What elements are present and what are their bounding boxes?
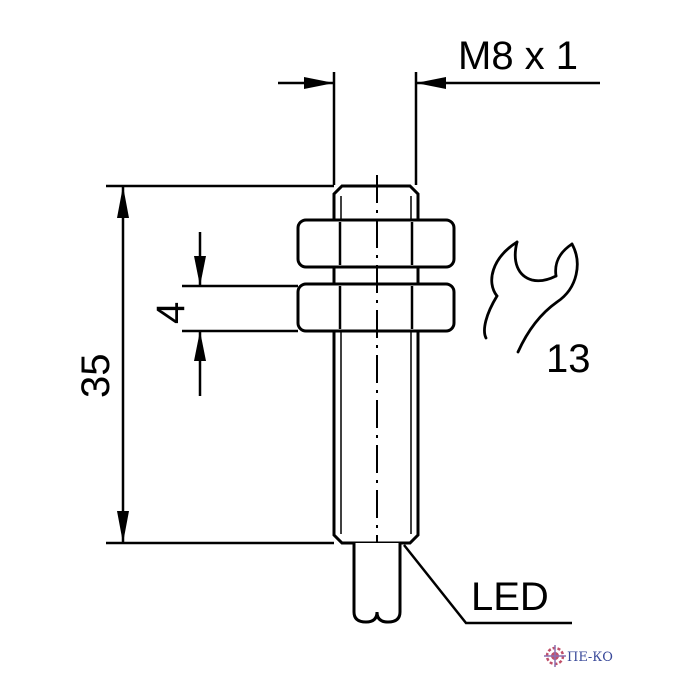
thread-dimension: [278, 72, 600, 185]
wrench-size-label: 13: [546, 337, 591, 381]
led-label: LED: [471, 575, 549, 619]
length-label: 35: [74, 354, 118, 399]
logo-gear-icon: [544, 645, 566, 667]
thread-root-lines: [340, 196, 412, 534]
led-leader-line: [403, 544, 572, 625]
nut-thickness-label: 4: [149, 302, 193, 324]
length-arrow-bottom: [117, 511, 129, 543]
length-dimension: [106, 184, 334, 545]
nut-arrow-bottom: [194, 331, 206, 361]
wrench-icon: [483, 240, 579, 354]
sensor-cable: [352, 543, 402, 624]
watermark-logo: ПЕ-КО: [544, 645, 613, 667]
watermark-text: ПЕ-КО: [567, 650, 613, 665]
nut-hex-edges: [338, 222, 414, 329]
thread-arrow-left: [304, 77, 334, 89]
thread-label: M8 x 1: [458, 34, 578, 78]
length-arrow-top: [117, 186, 129, 218]
thread-arrow-right: [416, 77, 446, 89]
nut-arrow-top: [194, 256, 206, 286]
